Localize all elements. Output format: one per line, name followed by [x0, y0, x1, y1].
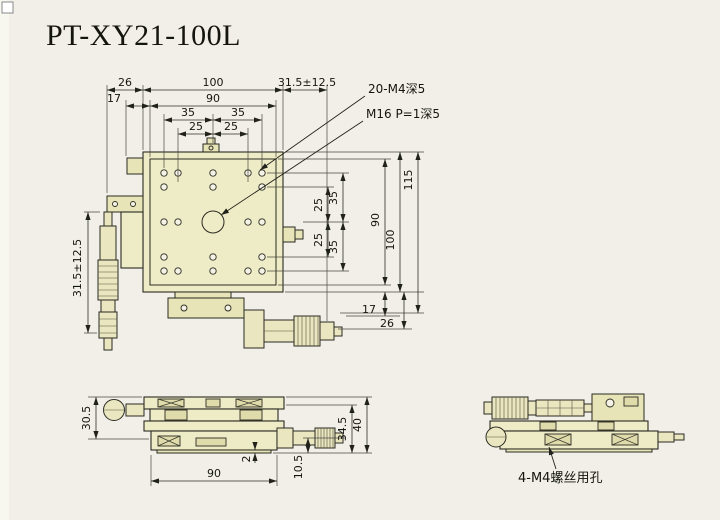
- y-axis-micrometer: [97, 195, 144, 351]
- thimble: [491, 396, 529, 420]
- dim-label: 90: [206, 92, 220, 105]
- dim-label: 26: [380, 317, 394, 330]
- dim-label: 100: [384, 230, 397, 251]
- top-view-stage-body: [126, 137, 304, 293]
- dim-label: 25: [224, 120, 238, 133]
- dim-label: 25: [312, 233, 325, 247]
- page-frame: [0, 0, 14, 520]
- dim-label: 40: [351, 418, 364, 432]
- dim-label: 90: [207, 467, 221, 480]
- top-view-dimensions: 26 100 31.5±12.5 17 90 35 35 25 25 25 25…: [71, 76, 424, 334]
- base-foot: [505, 448, 653, 453]
- dim-label: 25: [189, 120, 203, 133]
- dim-label: 35: [181, 106, 195, 119]
- top-view-callouts: 20-M4深5 M16 P=1深5: [220, 82, 440, 216]
- front-view-body: [103, 396, 344, 454]
- side-view: 4-M4螺丝用孔: [483, 393, 685, 486]
- callout-mount-holes: 20-M4深5: [368, 82, 425, 96]
- dim-label: 115: [402, 170, 415, 191]
- drawing-title: PT-XY21-100L: [46, 19, 241, 52]
- side-view-callouts: 4-M4螺丝用孔: [518, 446, 602, 486]
- callout-base-screws: 4-M4螺丝用孔: [518, 471, 602, 486]
- corner-marker: [1, 1, 14, 14]
- dim-label: 90: [369, 213, 382, 227]
- dim-label: 35: [327, 240, 340, 254]
- dim-label: 26: [118, 76, 132, 89]
- dim-label: 2: [240, 456, 253, 463]
- base-foot: [156, 449, 272, 454]
- top-stub-cap: [206, 137, 216, 145]
- left-tab: [126, 157, 144, 175]
- front-view-dimensions: 30.5 34.5 40 90 10.5 2: [80, 396, 372, 486]
- dim-label: 17: [362, 303, 376, 316]
- side-view-body: [483, 393, 685, 453]
- center-thread-hole: [201, 210, 225, 234]
- top-view: 26 100 31.5±12.5 17 90 35 35 25 25 25 25…: [71, 76, 440, 351]
- dim-label: 17: [107, 92, 121, 105]
- stage-inner-plate: [149, 158, 277, 286]
- front-view: 30.5 34.5 40 90 10.5 2: [80, 396, 372, 486]
- x-axis-micrometer: [167, 291, 343, 349]
- left-margin-strip: [0, 0, 9, 520]
- ratchet-knob: [319, 321, 335, 341]
- ratchet-knob: [98, 311, 118, 339]
- dim-label: 30.5: [80, 406, 93, 431]
- callout-center-thread: M16 P=1深5: [366, 107, 440, 121]
- dim-label: 35: [231, 106, 245, 119]
- dim-label: 31.5±12.5: [71, 239, 84, 297]
- lock-screw-boss: [282, 226, 296, 243]
- lock-screw: [294, 229, 304, 240]
- dim-label: 31.5±12.5: [278, 76, 336, 89]
- dim-label: 35: [327, 191, 340, 205]
- dim-label: 100: [203, 76, 224, 89]
- top-stub: [202, 143, 220, 153]
- thimble: [293, 315, 321, 347]
- dim-label: 34.5: [336, 417, 349, 442]
- dim-label: 10.5: [292, 455, 305, 480]
- dim-label: 25: [312, 198, 325, 212]
